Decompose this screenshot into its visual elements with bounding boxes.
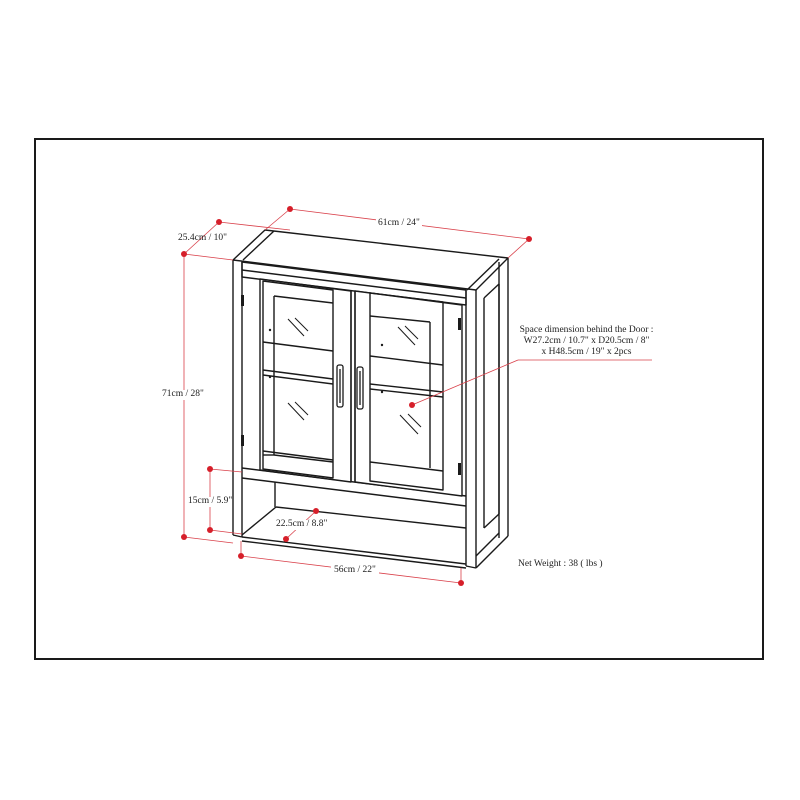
door-handles xyxy=(336,364,364,410)
dimension-markers xyxy=(181,206,532,586)
shelf-depth-label: 22.5cm / 8.8" xyxy=(276,519,328,530)
door-space-note-line2: W27.2cm / 10.7" x D20.5cm / 8" xyxy=(523,336,650,346)
diagram-border-frame xyxy=(34,138,764,660)
door-space-note-line3: x H48.5cm / 19" x 2pcs xyxy=(541,347,632,357)
height-label: 71cm / 28" xyxy=(162,389,204,400)
depth-label: 25.4cm / 10" xyxy=(178,233,227,243)
door-space-note-line1: Space dimension behind the Door : xyxy=(519,325,654,335)
glass-reflection-marks xyxy=(287,317,422,435)
net-weight-label: Net Weight : 38 ( lbs ) xyxy=(518,559,603,569)
door-hinges xyxy=(241,295,461,475)
width-top-label: 61cm / 24" xyxy=(376,218,422,229)
door-space-note: Space dimension behind the Door : W27.2c… xyxy=(514,325,659,358)
width-bottom-label: 56cm / 22" xyxy=(331,565,379,576)
cabinet-body xyxy=(232,229,509,569)
shelf-height-label: 15cm / 5.9" xyxy=(188,496,233,507)
